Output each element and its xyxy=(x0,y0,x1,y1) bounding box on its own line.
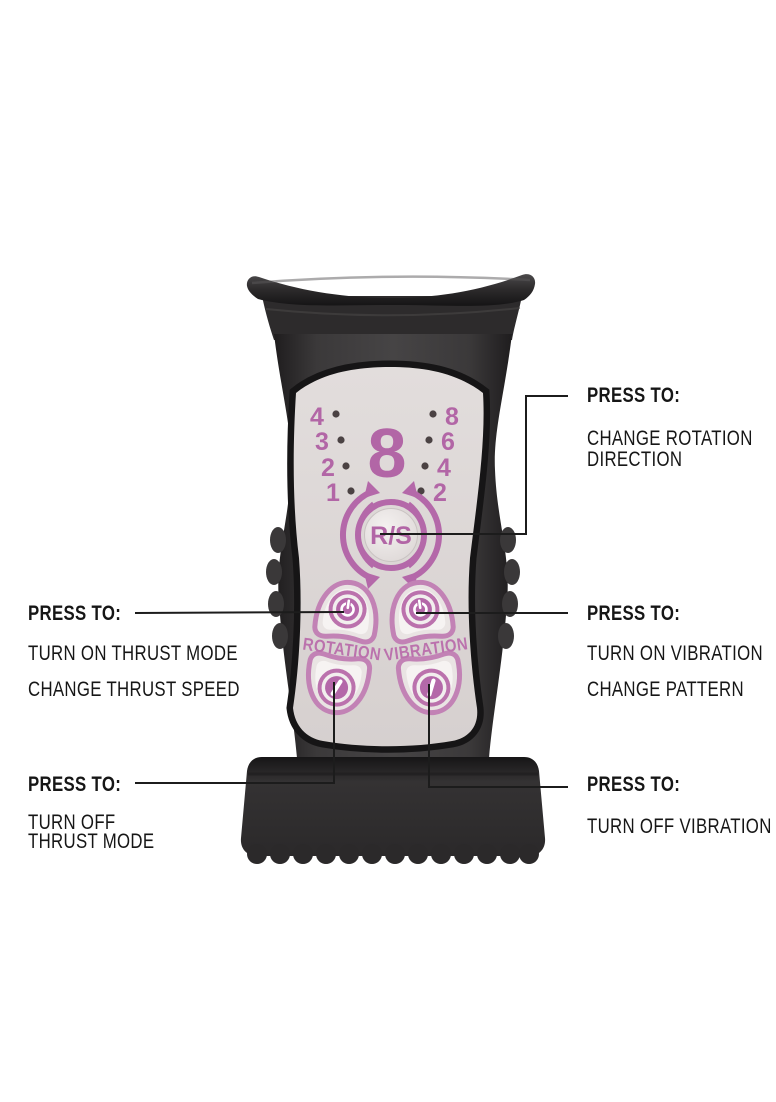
vibration-controls: VIBRATION xyxy=(383,577,469,718)
base-teeth xyxy=(247,844,539,864)
annotation-thrust-off-heading: PRESS TO: xyxy=(28,773,122,796)
annotation-thrust-on-line2: CHANGE THRUST SPEED xyxy=(28,678,240,701)
remote-control-device: 4 3 2 1 8 6 4 2 8 R/S xyxy=(240,274,546,864)
callout-line-thrust-on xyxy=(134,611,345,614)
callout-line-thrust-off xyxy=(135,682,335,784)
scale-number: 4 xyxy=(437,454,451,482)
scale-number: 2 xyxy=(433,479,447,507)
annotation-vibration-on-line2: CHANGE PATTERN xyxy=(587,678,744,701)
device-neck xyxy=(262,296,522,340)
indicator-leds xyxy=(417,410,437,495)
scale-number: 3 xyxy=(315,428,329,456)
scale-number: 4 xyxy=(310,403,324,431)
rs-button-label: R/S xyxy=(370,522,412,550)
annotation-rotation-direction-heading: PRESS TO: xyxy=(587,384,681,407)
callout-lines xyxy=(134,395,568,788)
annotation-vibration-on-line1: TURN ON VIBRATION xyxy=(587,642,763,665)
annotation-thrust-on-heading: PRESS TO: xyxy=(28,602,122,625)
scale-number: 2 xyxy=(321,454,335,482)
callout-line-vibration-off xyxy=(428,684,568,788)
rotation-controls: ROTATION xyxy=(294,577,390,718)
annotation-vibration-off-line1: TURN OFF VIBRATION xyxy=(587,815,772,838)
speed-display-digit: 8 xyxy=(368,414,407,492)
scale-number: 8 xyxy=(445,403,459,431)
device-top-collar xyxy=(246,274,536,306)
annotation-thrust-on-line1: TURN ON THRUST MODE xyxy=(28,642,238,665)
left-indicator-scale: 4 3 2 1 xyxy=(310,403,355,507)
callout-line-rotation-direction xyxy=(380,395,568,535)
annotation-rotation-direction-line1: CHANGE ROTATION xyxy=(587,427,753,450)
scale-number: 6 xyxy=(441,428,455,456)
annotation-thrust-off-line2: THRUST MODE xyxy=(28,830,155,853)
right-indicator-scale: 8 6 4 2 xyxy=(417,403,459,507)
annotation-vibration-off-heading: PRESS TO: xyxy=(587,773,681,796)
annotation-rotation-direction-line2: DIRECTION xyxy=(587,448,683,471)
annotation-vibration-on-heading: PRESS TO: xyxy=(587,602,681,625)
indicator-leds xyxy=(332,410,355,495)
device-base xyxy=(240,757,546,856)
annotation-thrust-off-line1: TURN OFF xyxy=(28,811,116,834)
scale-number: 1 xyxy=(326,479,340,507)
